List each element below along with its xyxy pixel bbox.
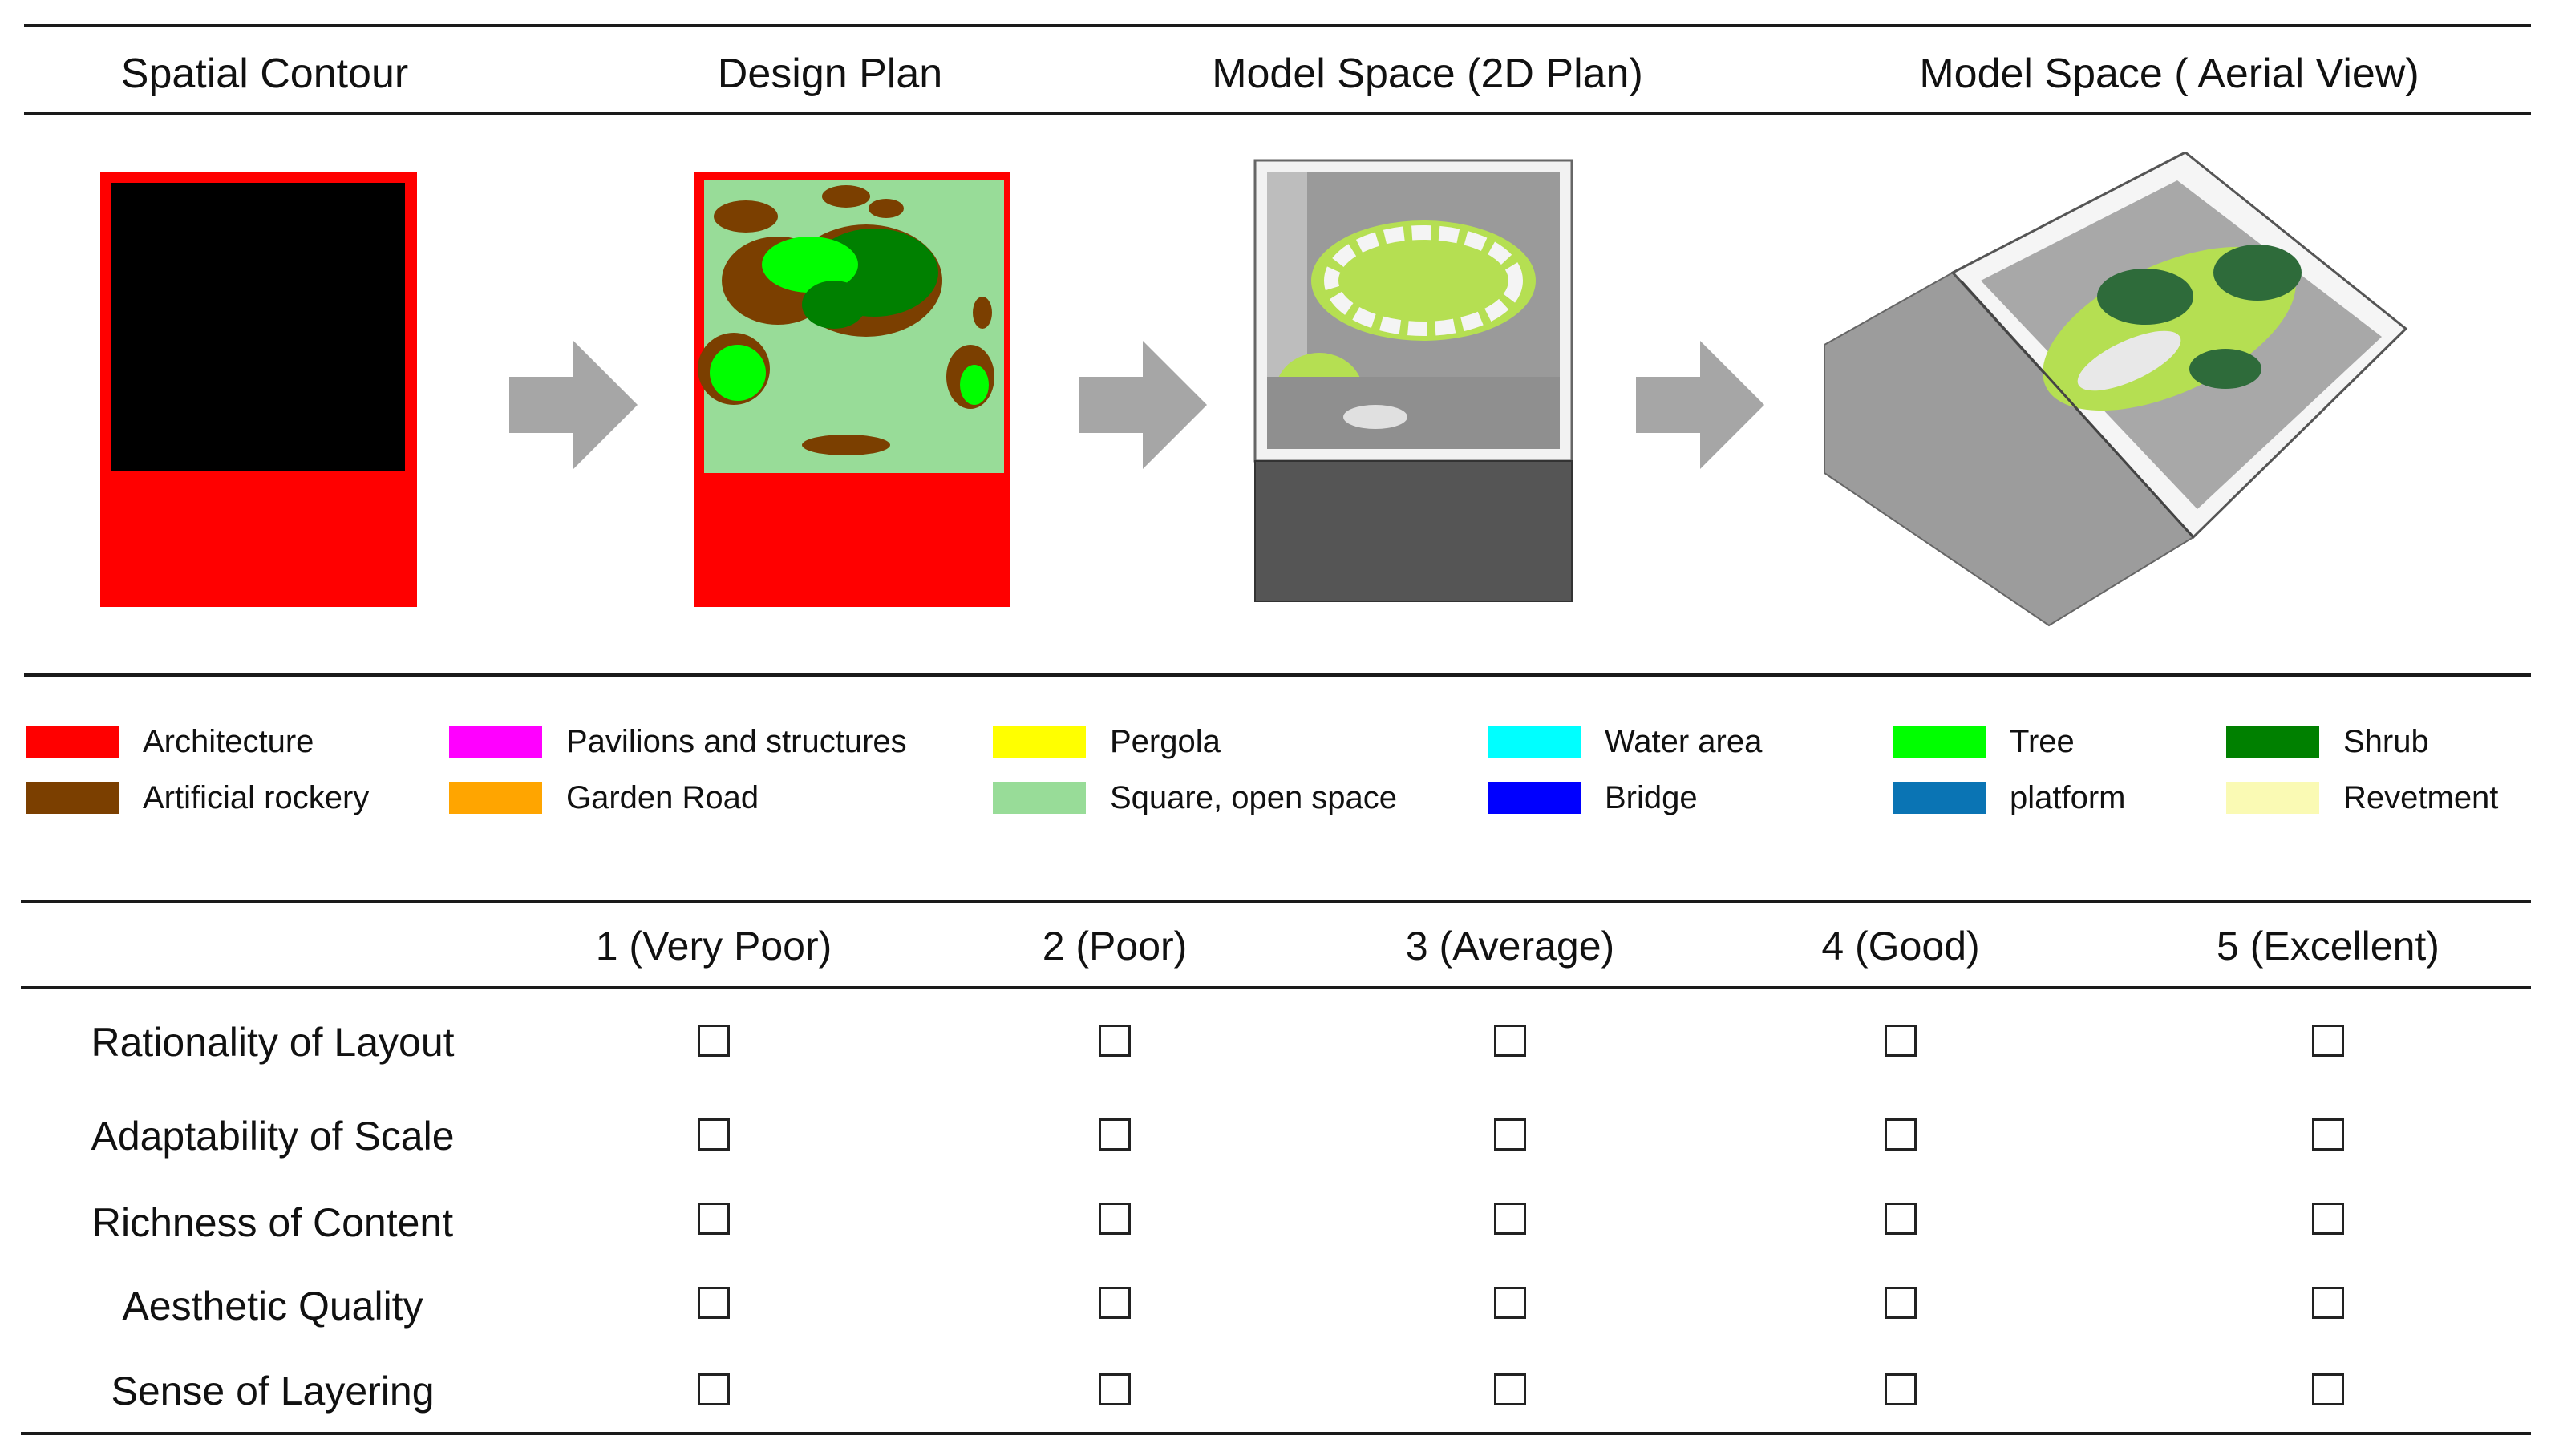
legend-item-architecture: Architecture [26, 722, 314, 762]
arrow-right-icon [1636, 341, 1764, 469]
stage-title-model-2d: Model Space (2D Plan) [1212, 51, 1643, 97]
legend-swatch [993, 782, 1086, 814]
table-bottom-rule [21, 1432, 2531, 1435]
table-top-rule [21, 900, 2531, 903]
rating-col-1: 1 (Very Poor) [595, 924, 832, 969]
spatial-contour-image [88, 152, 537, 633]
rating-checkbox[interactable] [1885, 1287, 1917, 1319]
rating-checkbox[interactable] [2312, 1025, 2344, 1057]
legend-swatch [1893, 782, 1986, 814]
legend-swatch [2226, 726, 2319, 758]
legend-label: Square, open space [1110, 779, 1398, 815]
rating-checkbox[interactable] [698, 1373, 730, 1405]
legend-item-square-open-space: Square, open space [993, 778, 1397, 818]
legend-label: Bridge [1605, 779, 1698, 815]
rating-checkbox[interactable] [2312, 1287, 2344, 1319]
design-plan-svg [694, 172, 1010, 607]
rating-checkbox[interactable] [1885, 1203, 1917, 1235]
criterion-richness-of-content: Richness of Content [91, 1200, 454, 1245]
legend-label: Shrub [2343, 723, 2429, 759]
legend-item-pergola: Pergola [993, 722, 1221, 762]
criterion-aesthetic-quality: Aesthetic Quality [122, 1284, 423, 1329]
legend-label: platform [2010, 779, 2126, 815]
model-aerial-svg [1824, 152, 2408, 627]
legend-item-revetment: Revetment [2226, 778, 2498, 818]
rating-checkbox[interactable] [698, 1118, 730, 1151]
legend-item-pavilions: Pavilions and structures [449, 722, 907, 762]
rating-checkbox[interactable] [1099, 1287, 1131, 1319]
legend-item-bridge: Bridge [1488, 778, 1698, 818]
rating-checkbox[interactable] [1494, 1287, 1526, 1319]
stage-title-design-plan: Design Plan [717, 51, 943, 97]
legend-item-water-area: Water area [1488, 722, 1762, 762]
legend-swatch [1488, 782, 1581, 814]
rating-checkbox[interactable] [2312, 1118, 2344, 1151]
rating-col-2: 2 (Poor) [1042, 924, 1188, 969]
top-rule [24, 24, 2531, 27]
legend-label: Water area [1605, 723, 1763, 759]
rating-checkbox[interactable] [698, 1203, 730, 1235]
legend-swatch [449, 726, 542, 758]
rating-checkbox[interactable] [1494, 1118, 1526, 1151]
rating-checkbox[interactable] [2312, 1373, 2344, 1405]
rating-checkbox[interactable] [1885, 1118, 1917, 1151]
rating-checkbox[interactable] [1099, 1025, 1131, 1057]
model-aerial-image [1808, 152, 2434, 633]
arrow-right-icon [509, 341, 638, 469]
model-2d-image [1247, 152, 1696, 633]
stage-title-spatial-contour: Spatial Contour [120, 51, 409, 97]
legend-item-garden-road: Garden Road [449, 778, 759, 818]
legend-item-platform: platform [1893, 778, 2126, 818]
criterion-adaptability-of-scale: Adaptability of Scale [91, 1114, 455, 1159]
rating-checkbox[interactable] [1494, 1203, 1526, 1235]
rating-checkbox[interactable] [1494, 1373, 1526, 1405]
table-header-rule [21, 986, 2531, 989]
legend-label: Garden Road [566, 779, 759, 815]
rating-col-3: 3 (Average) [1405, 924, 1615, 969]
model-2d-svg [1253, 159, 1573, 602]
criterion-rationality-of-layout: Rationality of Layout [91, 1020, 455, 1065]
design-plan-image [682, 152, 1131, 633]
rating-checkbox[interactable] [1885, 1373, 1917, 1405]
legend-label: Architecture [143, 723, 314, 759]
legend-swatch [993, 726, 1086, 758]
spatial-contour-svg [100, 172, 417, 607]
header-rule [24, 112, 2531, 115]
rating-checkbox[interactable] [698, 1287, 730, 1319]
rating-checkbox[interactable] [698, 1025, 730, 1057]
rating-checkbox[interactable] [1494, 1025, 1526, 1057]
rating-col-5: 5 (Excellent) [2217, 924, 2440, 969]
rating-checkbox[interactable] [1885, 1025, 1917, 1057]
legend-label: Artificial rockery [143, 779, 370, 815]
legend-label: Revetment [2343, 779, 2499, 815]
rating-checkbox[interactable] [2312, 1203, 2344, 1235]
legend-item-tree: Tree [1893, 722, 2075, 762]
legend-label: Tree [2010, 723, 2075, 759]
legend-swatch [26, 726, 119, 758]
legend-swatch [1893, 726, 1986, 758]
rating-col-4: 4 (Good) [1821, 924, 1980, 969]
legend-label: Pergola [1110, 723, 1221, 759]
stage-title-model-aerial: Model Space ( Aerial View) [1919, 51, 2419, 97]
legend-swatch [2226, 782, 2319, 814]
legend-label: Pavilions and structures [566, 723, 907, 759]
criterion-sense-of-layering: Sense of Layering [111, 1369, 435, 1414]
legend-item-artificial-rockery: Artificial rockery [26, 778, 369, 818]
panels-bottom-rule [24, 673, 2531, 677]
arrow-right-icon [1079, 341, 1207, 469]
rating-checkbox[interactable] [1099, 1373, 1131, 1405]
legend-swatch [1488, 726, 1581, 758]
rating-checkbox[interactable] [1099, 1118, 1131, 1151]
legend-swatch [26, 782, 119, 814]
legend-swatch [449, 782, 542, 814]
legend-item-shrub: Shrub [2226, 722, 2429, 762]
rating-checkbox[interactable] [1099, 1203, 1131, 1235]
